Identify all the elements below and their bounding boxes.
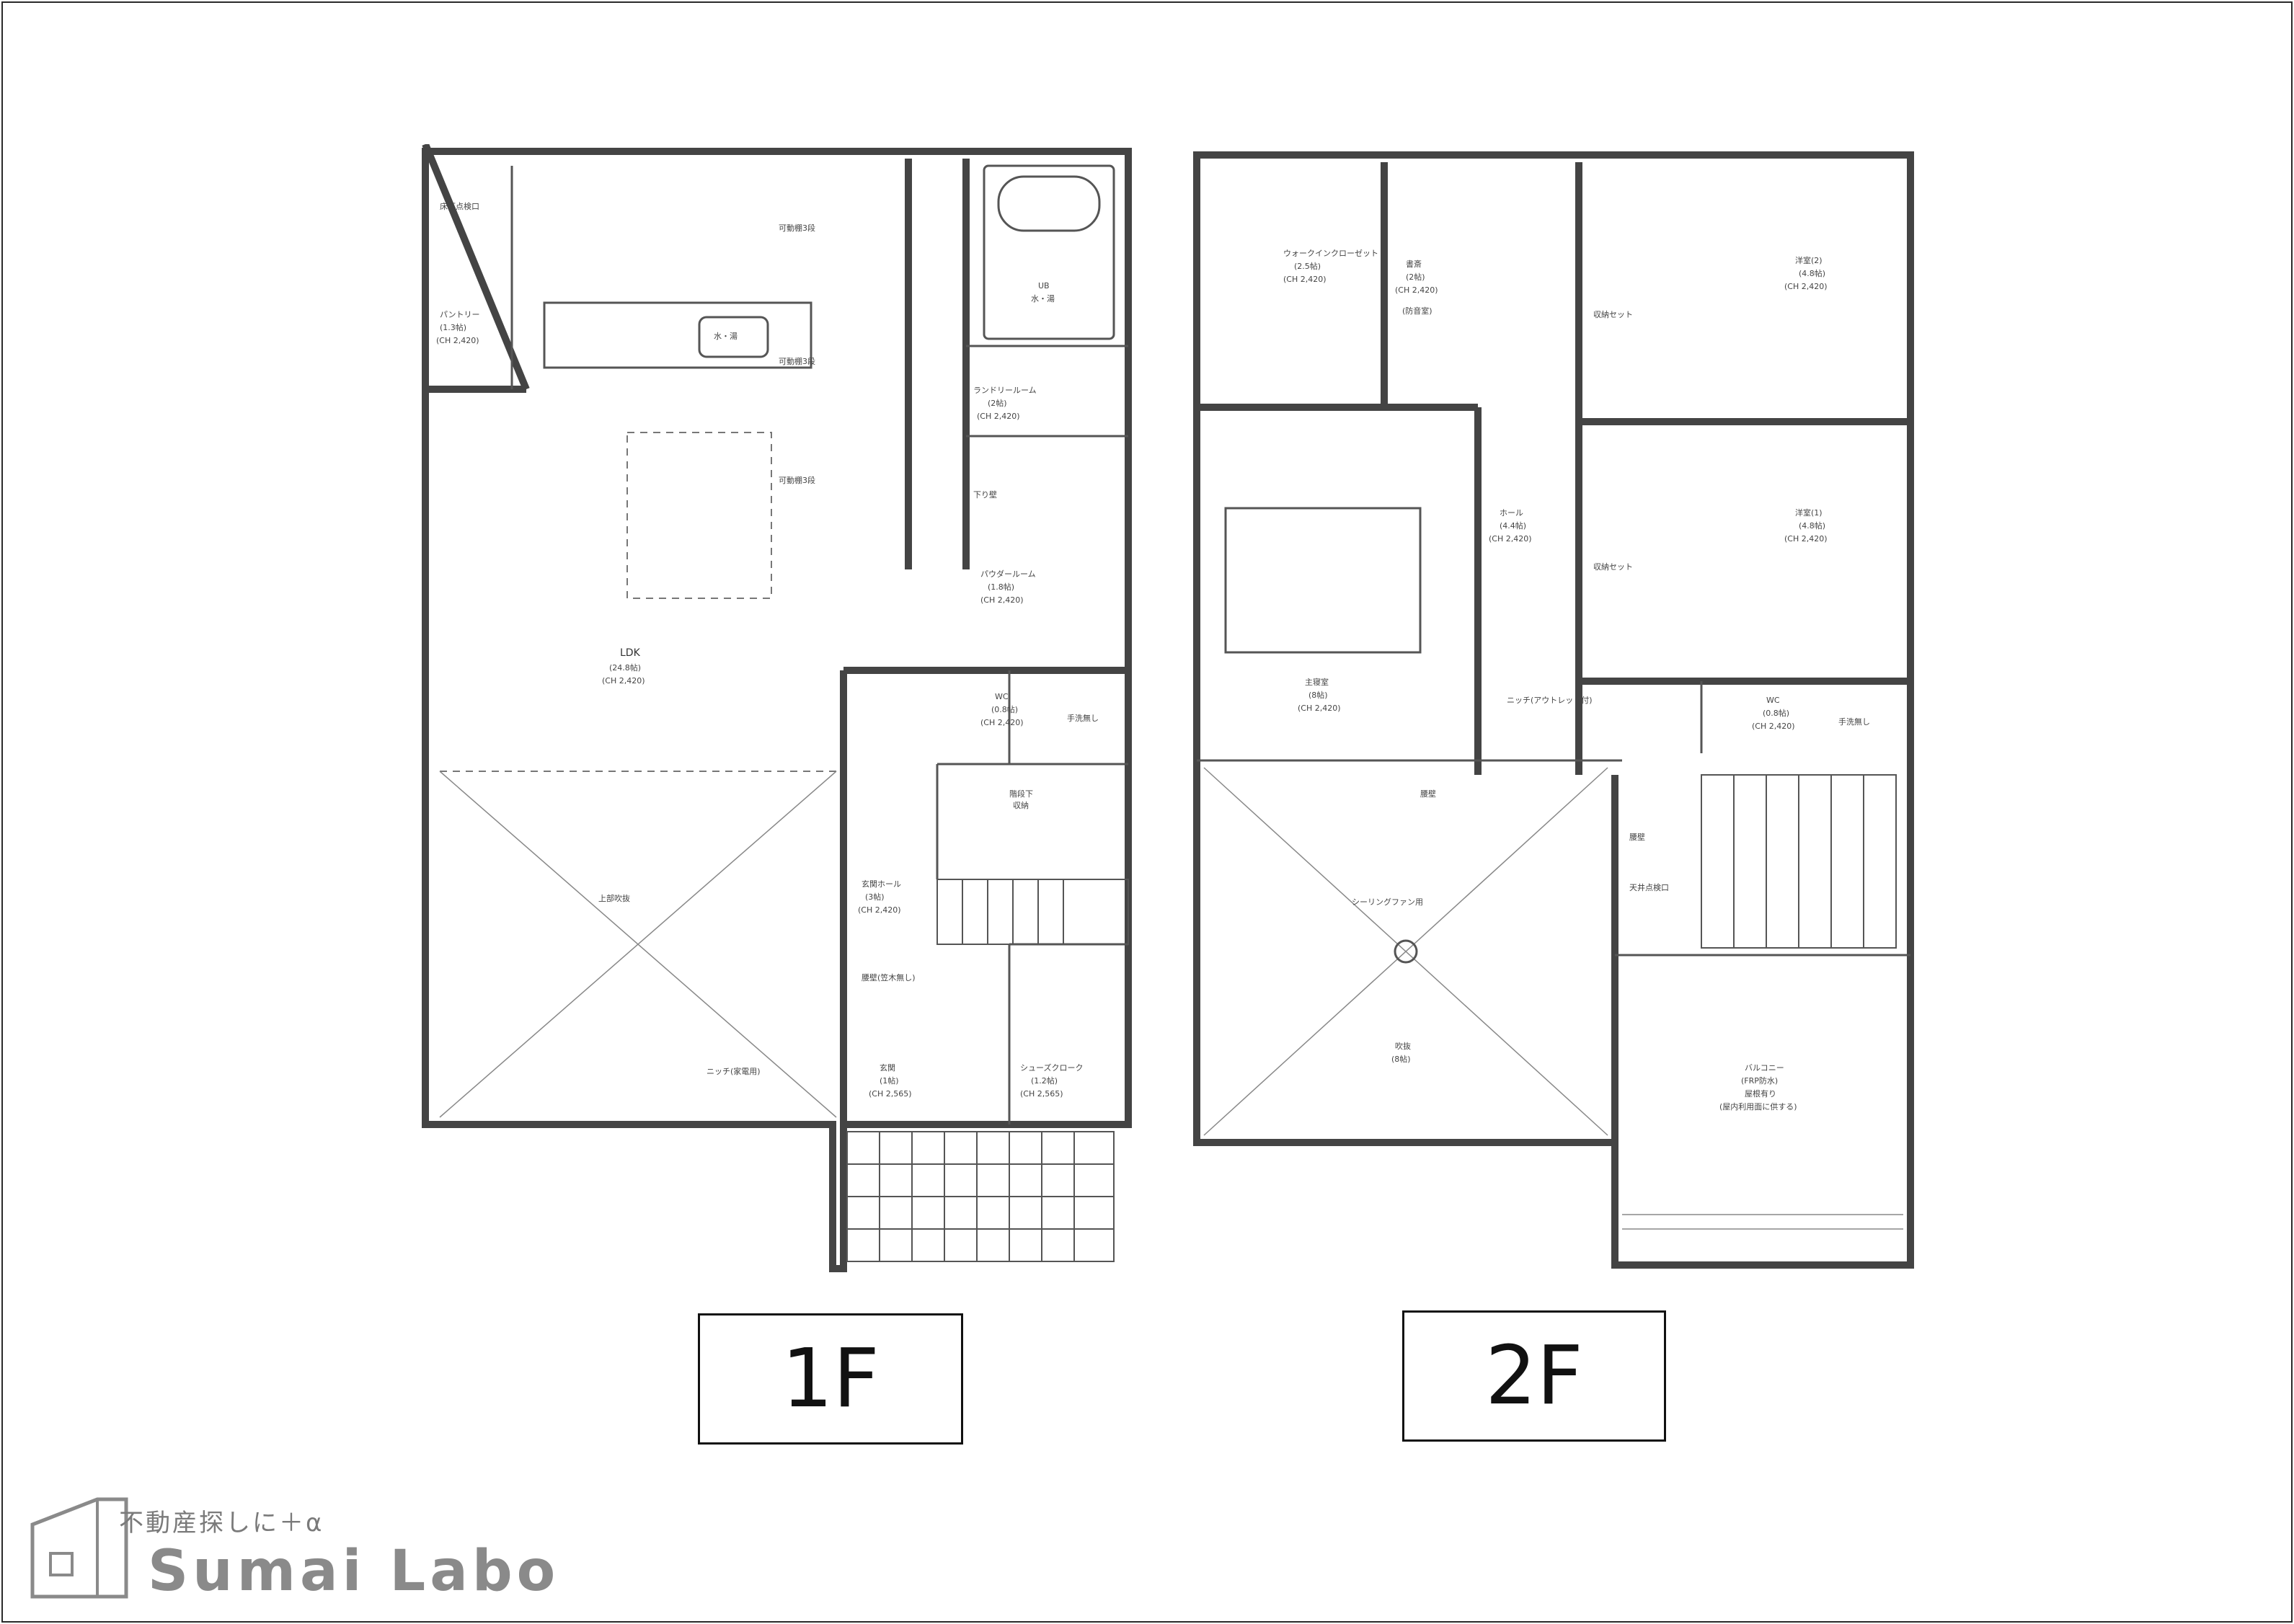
room-area-powder: (1.8帖) [988,582,1014,592]
room-note-under-stairs: 収納 [1013,801,1029,810]
room-area-laundry: (2帖) [988,399,1007,408]
room-ch-laundry: (CH 2,420) [977,412,1020,421]
floor-plan-1f: LDK (24.8帖) (CH 2,420) UB 水・湯 パウダールーム (1… [418,144,1153,1283]
room-area-hall: (3帖) [865,892,885,902]
room-area-ldk: (24.8帖) [609,663,641,673]
room-ch-entrance: (CH 2,565) [869,1089,912,1099]
note-ceiling-fan: シーリングファン用 [1352,897,1423,907]
room-area-master: (8帖) [1308,691,1328,700]
room-area-study: (2帖) [1406,272,1425,282]
room-note-ub: 水・湯 [1031,294,1055,303]
room-label-wc-2f: WC [1766,696,1780,705]
stairs-2f [1701,774,1897,949]
house-logo-icon [30,1497,128,1599]
room-ch-master: (CH 2,420) [1298,704,1341,713]
note-shelf-1: 可動棚3段 [779,223,815,233]
note-shelf-3: 可動棚3段 [779,475,815,485]
room-label-pantry: パントリー [440,310,480,319]
note-no-handwash: 手洗無し [1067,713,1099,723]
room-extra-balcony: 屋根有り [1745,1088,1776,1099]
room-ch-western-2: (CH 2,420) [1784,282,1828,291]
note-floor-hatch: 床下点検口 [440,201,479,211]
room-label-western-2: 洋室(2) [1795,255,1823,265]
logo-tagline: 不動産探しに＋α [119,1509,324,1538]
room-note-study: (防音室) [1402,306,1432,316]
room-label-powder: パウダールーム [980,569,1036,579]
room-area-hall-2f: (4.4帖) [1500,521,1526,531]
note-storage-2: 収納セット [1593,562,1633,572]
room-label-hall: 玄関ホール [862,879,901,889]
room-label-ldk: LDK [620,647,641,659]
room-area-void-2f: (8帖) [1391,1055,1411,1064]
room-area-western-2: (4.8帖) [1799,269,1825,278]
room-label-wc: WC [995,692,1009,701]
room-ch-powder: (CH 2,420) [980,595,1024,605]
room-label-entrance: 玄関 [880,1062,895,1073]
room-ch-wc: (CH 2,420) [980,718,1024,727]
room-label-under-stairs: 階段下 [1009,789,1033,799]
floor-plan-2f: ウォークインクローゼット (2.5帖) (CH 2,420) 書斎 (2帖) (… [1190,148,1925,1279]
room-label-balcony: バルコニー [1745,1063,1784,1073]
note-drop-wall: 下り壁 [973,489,997,500]
room-label-western-1: 洋室(1) [1795,507,1823,518]
room-label-shoes: シューズクローク [1020,1062,1083,1073]
room-ch-wc-2f: (CH 2,420) [1752,722,1795,731]
room-area-western-1: (4.8帖) [1799,521,1825,531]
floor-label-2f: 2F [1402,1310,1666,1442]
note-low-wall: 腰壁(笠木無し) [862,972,916,982]
room-note-balcony: (FRP防水) [1741,1075,1778,1086]
room-label-master: 主寝室 [1305,677,1329,687]
room-extra2-balcony: (屋内利用面に供する) [1719,1101,1797,1111]
note-storage-1: 収納セット [1593,310,1633,319]
room-label-void-2f: 吹抜 [1395,1041,1411,1051]
room-area-wc-2f: (0.8帖) [1763,709,1789,718]
room-ch-ldk: (CH 2,420) [602,676,645,685]
room-area-wc: (0.8帖) [991,705,1018,714]
note-niche-2f: ニッチ(アウトレット付) [1507,696,1593,705]
note-niche: ニッチ(家電用) [707,1066,761,1076]
room-label-ub: UB [1038,281,1050,290]
room-label-hall-2f: ホール [1500,508,1523,518]
entrance-tiles [846,1131,1115,1262]
room-label-laundry: ランドリールーム [973,386,1037,395]
stairs-1f [936,879,1129,945]
logo-name: Sumai Labo [148,1539,560,1604]
room-ch-wic: (CH 2,420) [1283,275,1327,284]
room-ch-hall: (CH 2,420) [858,905,901,915]
room-area-wic: (2.5帖) [1294,262,1321,271]
note-low-wall-2f-2: 腰壁 [1629,832,1645,842]
room-area-shoes: (1.2帖) [1031,1076,1058,1086]
room-ch-pantry: (CH 2,420) [436,336,479,345]
note-ceiling-hatch: 天井点検口 [1629,882,1669,892]
room-ch-western-1: (CH 2,420) [1784,534,1828,543]
note-shelf-2: 可動棚3段 [779,356,815,366]
room-ch-study: (CH 2,420) [1395,285,1438,295]
note-no-handwash-2f: 手洗無し [1838,716,1870,727]
room-area-entrance: (1帖) [880,1076,899,1086]
floor-label-1f: 1F [698,1313,963,1445]
room-label-void-above: 上部吹抜 [598,893,630,903]
room-ch-shoes: (CH 2,565) [1020,1089,1063,1099]
room-ch-hall-2f: (CH 2,420) [1489,534,1532,543]
room-label-study: 書斎 [1406,259,1422,269]
room-area-pantry: (1.3帖) [440,323,466,332]
note-water-kitchen: 水・湯 [714,332,738,341]
room-label-wic: ウォークインクローゼット [1283,249,1378,258]
note-low-wall-2f-1: 腰壁 [1420,789,1436,799]
